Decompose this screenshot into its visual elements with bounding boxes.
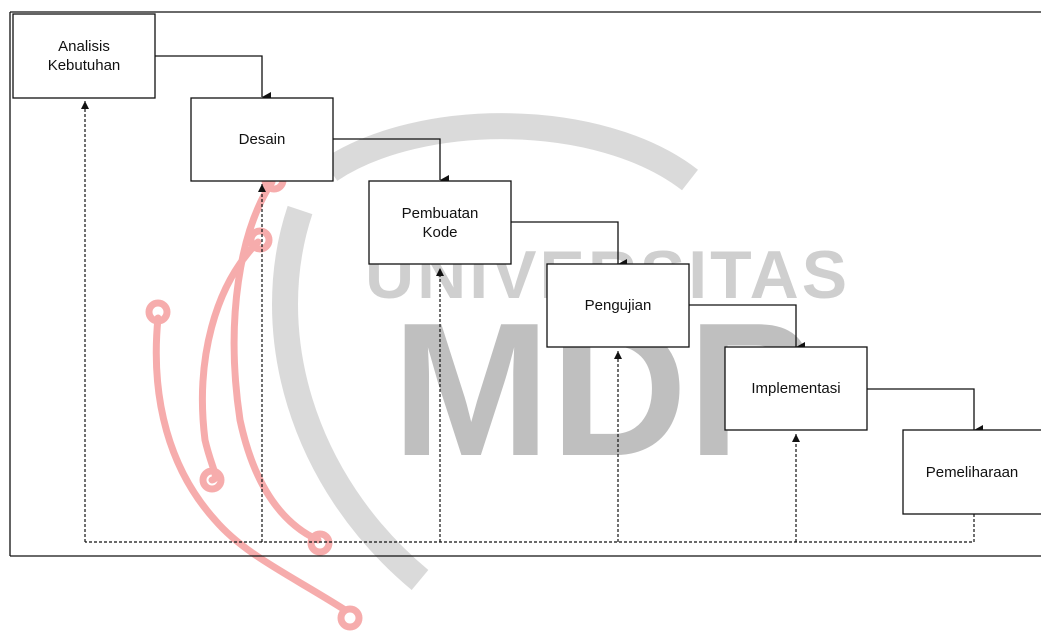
feedback-lines (81, 101, 975, 543)
diagram-frame (9, 11, 1041, 557)
step-desain: Desain (190, 97, 334, 182)
step-label: Pembuatan (402, 205, 479, 222)
watermark-circuit-logo (145, 167, 363, 631)
step-box (368, 180, 512, 265)
step-label: Pengujian (585, 297, 652, 314)
watermark-arc (272, 113, 698, 590)
step-pembuatan-kode: Pembuatan Kode (368, 180, 512, 265)
step-box (190, 97, 334, 182)
connector-implementasi-pemeliharaan (867, 388, 983, 435)
step-analisis: Analisis Kebutuhan (12, 13, 156, 99)
step-label: Pemeliharaan (926, 464, 1019, 481)
step-box (724, 346, 868, 431)
flow-connectors (155, 55, 983, 435)
step-implementasi: Implementasi (724, 346, 868, 431)
connector-analisis-desain (155, 55, 271, 102)
step-label: Implementasi (751, 380, 840, 397)
step-pemeliharaan: Pemeliharaan (902, 429, 1041, 515)
step-label: Analisis (58, 38, 110, 55)
step-label: Kode (422, 224, 457, 241)
step-box (546, 263, 690, 348)
step-box (12, 13, 156, 99)
step-pengujian: Pengujian (546, 263, 690, 348)
step-label: Kebutuhan (48, 57, 121, 74)
feedback-bottom-line (85, 514, 975, 543)
connector-desain-pembuatan (333, 138, 449, 185)
watermark: UNIVERSITAS MDP (145, 113, 847, 631)
step-label: Desain (239, 131, 286, 148)
connector-pengujian-implementasi (689, 304, 805, 352)
connector-pembuatan-pengujian (511, 221, 627, 269)
step-box (902, 429, 1041, 515)
